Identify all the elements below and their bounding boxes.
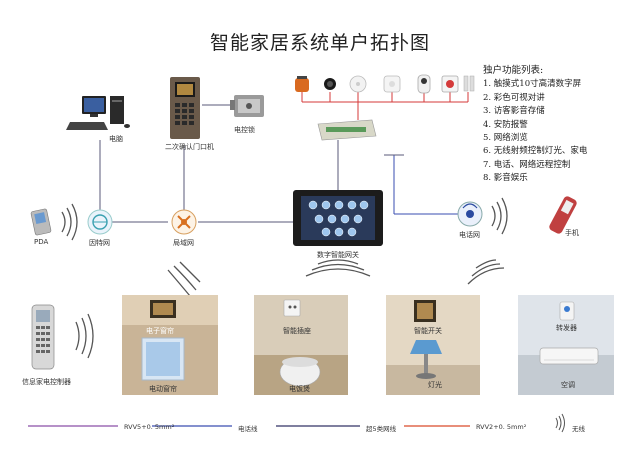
feature-item: 3. 访客影音存储 — [483, 106, 545, 117]
door-sensor-icon — [463, 75, 475, 92]
legend-label-phone-line: 电话线 — [238, 425, 258, 433]
telephone-net-icon — [457, 201, 483, 227]
feature-item: 5. 网络浏览 — [483, 133, 528, 144]
mobile-phone-icon — [549, 196, 577, 234]
lamp-bottom-label: 灯光 — [428, 381, 442, 389]
ac-top-label: 转发器 — [556, 324, 577, 332]
connection-lines — [99, 90, 469, 223]
gas-detector-icon — [383, 75, 401, 93]
gateway-label: 数字智能网关 — [317, 251, 359, 259]
wireless-arcs-gateway — [305, 259, 371, 277]
electric-lock-icon — [230, 95, 264, 117]
computer-icon — [66, 96, 130, 130]
telephone-net-label: 电话网 — [459, 231, 480, 239]
siren-icon — [295, 76, 309, 92]
computer-label: 电脑 — [109, 135, 123, 143]
feature-list-heading: 独户功能列表: — [483, 65, 544, 76]
living-top-label: 电子窗帘 — [146, 327, 174, 335]
emergency-button-icon — [441, 75, 459, 93]
phone-label: 手机 — [565, 229, 579, 237]
lan-switch-icon — [171, 209, 197, 235]
camera-icon — [324, 78, 336, 90]
feature-item: 1. 触摸式10寸高清数字屏 — [483, 79, 582, 90]
room-lamp — [386, 295, 480, 395]
door-station-label: 二次确认门口机 — [165, 143, 214, 151]
remote-label: 信息家电控制器 — [22, 378, 71, 386]
internet-globe-icon — [87, 209, 113, 235]
legend-label-wireless: 无线 — [572, 425, 585, 433]
door-station-icon — [170, 77, 200, 139]
wireless-arcs-remote — [75, 313, 94, 359]
wireless-arcs-right — [467, 259, 505, 285]
lamp-top-label: 智能开关 — [414, 327, 442, 335]
wireless-arcs-lan — [167, 261, 201, 297]
pda-label: PDA — [34, 238, 49, 246]
living-bottom-label: 电动窗帘 — [149, 385, 177, 393]
wireless-arcs-pda — [61, 203, 78, 241]
pda-icon — [30, 208, 52, 236]
feature-item: 8. 影音娱乐 — [483, 173, 528, 184]
room-living — [122, 295, 218, 395]
sensor-devices — [295, 74, 475, 94]
feature-list: 独户功能列表: 1. 触摸式10寸高清数字屏 2. 彩色可视对讲 3. 访客影音… — [483, 64, 633, 186]
ac-bottom-label: 空调 — [561, 381, 575, 389]
room-ac — [518, 295, 614, 395]
kitchen-bottom-label: 电饭煲 — [289, 385, 310, 393]
legend-label-rvv2: RVV2+0. 5mm² — [476, 423, 527, 431]
internet-label: 因特网 — [89, 239, 110, 247]
feature-item: 4. 安防报警 — [483, 119, 528, 130]
smoke-detector-icon — [349, 75, 367, 93]
feature-item: 7. 电话、网络远程控制 — [483, 159, 571, 170]
legend-wireless-icon — [555, 413, 565, 433]
room-kitchen — [254, 295, 348, 395]
electric-lock-label: 电控锁 — [234, 126, 255, 134]
remote-controller-icon — [31, 304, 55, 370]
gateway-screen-icon — [293, 190, 383, 246]
pir-sensor-icon — [417, 74, 431, 94]
kitchen-top-label: 智能插座 — [283, 327, 311, 335]
alarm-module-icon — [317, 119, 377, 141]
diagram-title: 智能家居系统单户拓扑图 — [209, 32, 430, 54]
legend-label-rvv5: RVV5+0. 5mm² — [124, 423, 175, 431]
feature-item: 2. 彩色可视对讲 — [483, 92, 545, 103]
feature-item: 6. 无线射频控制灯光、家电 — [483, 146, 588, 157]
wireless-arcs-phone — [491, 197, 508, 235]
legend-label-cat5: 超5类网线 — [366, 425, 397, 433]
lan-label: 局域网 — [173, 239, 194, 247]
